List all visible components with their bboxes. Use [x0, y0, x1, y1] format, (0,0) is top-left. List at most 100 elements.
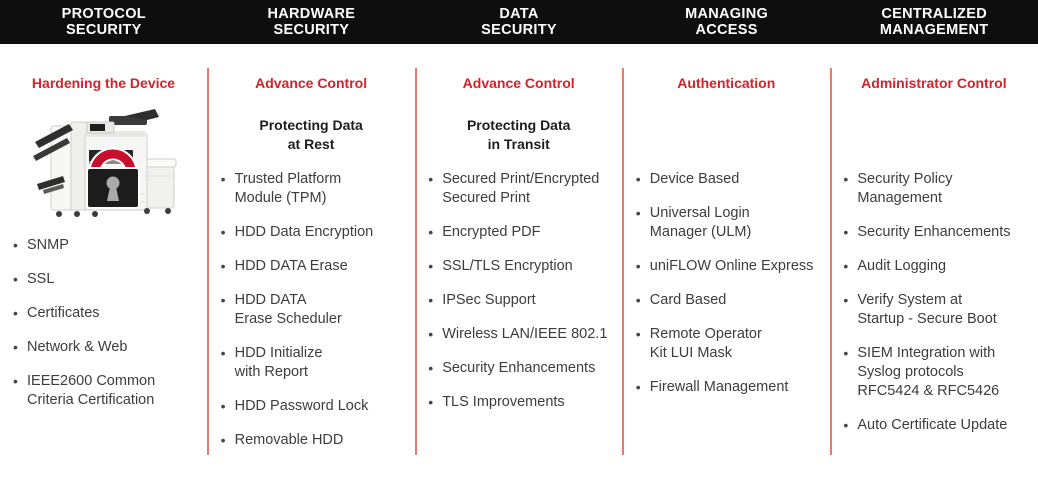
header-label: CENTRALIZED — [881, 6, 987, 22]
item-line: Remote Operator — [649, 326, 762, 342]
item-line: Firewall Management — [649, 379, 789, 395]
header-label: PROTOCOL — [61, 6, 146, 22]
header-label: ACCESS — [695, 22, 758, 38]
list-item-text: Security Enhancements — [442, 359, 618, 378]
bullet-icon: • — [843, 292, 849, 308]
list-item-text: Card Based — [650, 291, 826, 310]
bullet-icon: • — [220, 292, 226, 308]
item-line: RFC5424 & RFC5426 — [857, 383, 1000, 399]
bullet-icon: • — [13, 237, 18, 253]
column-divider — [830, 68, 832, 455]
bullet-icon: • — [428, 224, 434, 240]
item-line: Encrypted PDF — [442, 224, 541, 240]
item-line: Security Policy — [857, 171, 953, 187]
list-item: •Audit Logging — [843, 257, 1033, 276]
bullet-icon: • — [428, 292, 434, 308]
item-line: Management — [857, 190, 943, 206]
column-title: Advance Control — [255, 75, 368, 91]
bullet-icon: • — [220, 171, 226, 187]
item-line: SNMP — [27, 237, 69, 253]
header-label: MANAGEMENT — [879, 22, 989, 38]
item-line: uniFLOW Online Express — [649, 258, 814, 274]
item-line: Auto Certificate Update — [857, 417, 1008, 433]
item-line: Trusted Platform — [234, 171, 342, 187]
list-item: •SSL/TLS Encryption — [428, 257, 618, 276]
list-item-text: SSL — [27, 270, 203, 289]
item-line: Criteria Certification — [27, 392, 155, 408]
list-item-text: Removable HDD — [235, 431, 411, 450]
item-line: Wireless LAN/IEEE 802.1 — [442, 326, 608, 342]
bullet-icon: • — [843, 224, 849, 240]
list-item-text: Firewall Management — [650, 378, 826, 397]
column-title: Authentication — [677, 75, 776, 91]
printer-with-security-lock-icon — [29, 98, 179, 220]
bullet-icon: • — [843, 171, 849, 187]
item-line: Kit LUI Mask — [649, 345, 732, 361]
bullet-icon: • — [635, 326, 641, 342]
list-item: •HDD DATA Erase — [221, 257, 411, 276]
list-item: • SNMP — [13, 236, 203, 255]
list-item-text: Network & Web — [27, 338, 203, 357]
bullet-icon: • — [635, 205, 641, 221]
bullet-icon: • — [843, 345, 849, 361]
header-label: SECURITY — [481, 22, 557, 38]
bullet-icon: • — [428, 326, 434, 342]
header-label: MANAGING — [685, 6, 769, 22]
item-line: SIEM Integration with — [857, 345, 996, 361]
item-line: Removable HDD — [234, 432, 344, 448]
column-divider — [622, 68, 624, 455]
item-line: Universal Login — [649, 205, 750, 221]
header-label: SECURITY — [65, 22, 142, 38]
item-line: HDD DATA Erase — [234, 258, 348, 274]
header-label: HARDWARE — [267, 6, 356, 22]
item-line: SSL — [27, 271, 55, 287]
list-item: •Firewall Management — [636, 378, 826, 397]
column-title: Administrator Control — [861, 75, 1007, 91]
item-line: Verify System at — [857, 292, 963, 308]
bullet-icon: • — [13, 305, 18, 321]
list-item-text: Certificates — [27, 304, 203, 323]
list-item-text: TLS Improvements — [442, 393, 618, 412]
list-item-text: IPSec Support — [442, 291, 618, 310]
column-protocol-security: Hardening the Device — [0, 44, 207, 495]
item-line: HDD Data Encryption — [234, 224, 374, 240]
list-item: • Wireless LAN/IEEE 802.1 — [428, 325, 618, 344]
subtitle-line: in Transit — [487, 136, 550, 152]
list-item: • Encrypted PDF — [428, 223, 618, 242]
item-line: with Report — [234, 364, 308, 380]
bullet-icon: • — [843, 417, 849, 433]
item-line: Security Enhancements — [857, 224, 1011, 240]
header-label: SECURITY — [273, 22, 350, 38]
header-label: DATA — [499, 6, 539, 22]
list-item-text: Device Based — [650, 170, 826, 189]
item-line: Manager (ULM) — [649, 224, 752, 240]
bullet-icon: • — [428, 171, 434, 187]
item-line: Syslog protocols — [857, 364, 964, 380]
printer-with-security-lock-icon — [32, 109, 176, 217]
subtitle-line: at Rest — [287, 136, 335, 152]
bullet-icon: • — [220, 432, 226, 448]
